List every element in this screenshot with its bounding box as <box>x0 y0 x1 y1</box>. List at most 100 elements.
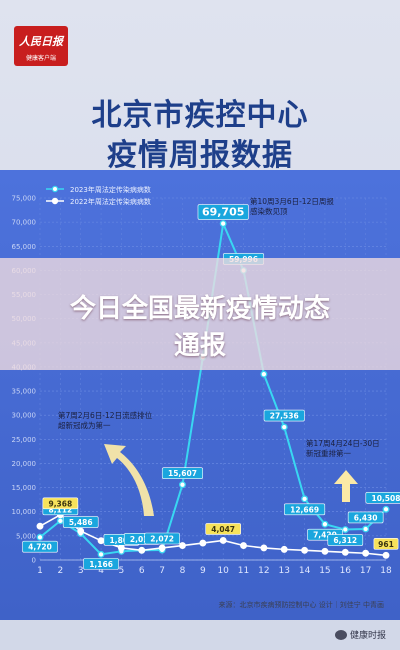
series-2023-point <box>341 526 349 533</box>
x-tick-label: 12 <box>258 566 269 576</box>
value-label: 10,508 <box>372 494 400 503</box>
series-2023-point <box>179 481 186 489</box>
x-tick-label: 5 <box>119 566 125 576</box>
page-title-line2: 疫情周报数据 <box>107 138 293 173</box>
watermark: 健康时报 <box>334 628 386 641</box>
y-tick-label: 0 <box>32 557 36 565</box>
x-tick-label: 3 <box>78 566 84 576</box>
value-label: 4,720 <box>28 543 52 552</box>
value-label-box <box>22 540 58 553</box>
series-2023-point <box>321 520 329 528</box>
value-label: 5,486 <box>69 518 93 527</box>
series-2022-point <box>382 551 390 559</box>
week17-annotation: 第17周4月24日-30日 <box>306 438 380 448</box>
series-2022-point <box>280 545 288 553</box>
series-2022-point <box>260 544 268 552</box>
week7-arrow <box>104 444 154 516</box>
y-tick-label: 35,000 <box>12 388 37 396</box>
value-label-box <box>263 409 305 422</box>
value-label: 4,047 <box>211 525 235 534</box>
series-2023-point <box>260 370 268 378</box>
legend-marker <box>51 197 59 205</box>
series-2022-point <box>240 542 247 549</box>
x-tick-label: 16 <box>340 566 352 576</box>
series-2022-point <box>36 522 44 530</box>
page-title-line1: 北京市疾控中心 <box>91 98 309 133</box>
x-tick-label: 11 <box>238 566 249 576</box>
y-tick-label: 20,000 <box>12 460 37 468</box>
series-2023-point <box>301 495 309 503</box>
value-label-box <box>83 558 119 570</box>
value-label: 1,166 <box>89 560 113 569</box>
y-tick-label: 65,000 <box>12 243 37 251</box>
value-label-box <box>161 467 203 479</box>
headline-line1: 今日全国最新疫情动态 <box>69 294 330 324</box>
x-tick-label: 10 <box>217 566 229 576</box>
value-label: 12,669 <box>290 505 319 514</box>
headline-line2: 通报 <box>173 331 226 361</box>
chart-container: 0 5,000 10,000 15,000 20,000 25,000 30,000 35,0… <box>0 170 400 620</box>
x-tick-label: 6 <box>139 566 145 576</box>
value-label: 9,368 <box>48 499 72 508</box>
x-tick-label: 18 <box>380 566 392 576</box>
value-label-box <box>327 534 364 546</box>
series-2023-point <box>97 550 105 558</box>
x-tick-label: 17 <box>360 566 371 576</box>
series-2022-point <box>97 537 105 545</box>
value-label-box <box>284 503 326 516</box>
legend-marker <box>51 185 59 193</box>
value-label: 27,536 <box>270 412 299 421</box>
x-tick-label: 9 <box>200 566 206 576</box>
series-2022-point <box>179 542 186 549</box>
value-label-box <box>365 491 400 504</box>
series-2022-point <box>138 546 146 554</box>
series-2022-point <box>77 527 85 535</box>
series-2022-point <box>341 548 349 556</box>
y-tick-label: 5,000 <box>16 532 36 540</box>
y-tick-label: 30,000 <box>12 412 37 420</box>
y-tick-label: 25,000 <box>12 436 37 444</box>
value-label: 961 <box>378 540 394 549</box>
value-label-box <box>373 538 399 550</box>
line-chart: 0 5,000 10,000 15,000 20,000 25,000 30,000 35,0… <box>0 170 400 620</box>
value-label: 2,010 <box>130 535 154 544</box>
x-tick-label: 14 <box>299 566 311 576</box>
y-tick-label: 75,000 <box>12 195 37 203</box>
peak-annotation: 感染数见顶 <box>250 206 288 216</box>
series-2023-point <box>219 220 227 228</box>
x-tick-label: 7 <box>159 566 165 576</box>
value-label: 7,420 <box>313 531 337 540</box>
value-label: 69,705 <box>202 206 244 219</box>
y-tick-label: 10,000 <box>12 508 37 516</box>
series-2022-point <box>301 546 309 554</box>
series-2022-point <box>117 544 125 552</box>
series-2022-point <box>199 539 207 547</box>
publisher-logo: 人民日报 健康客户端 <box>14 26 68 66</box>
series-2022-point <box>158 544 166 552</box>
value-label-box <box>42 497 79 510</box>
x-tick-label: 2 <box>57 566 63 576</box>
value-label-box <box>144 532 180 545</box>
value-label: 15,607 <box>168 469 197 478</box>
y-tick-label: 15,000 <box>12 484 37 492</box>
week7-annotation: 第7周2月6日-12日流感排位 <box>58 410 153 420</box>
weibo-icon <box>334 629 347 640</box>
y-tick-label: 70,000 <box>12 219 37 227</box>
value-label-box <box>62 516 99 528</box>
value-label-box <box>205 523 241 535</box>
x-tick-label: 15 <box>319 566 330 576</box>
legend-label: 2023年周法定传染病病数 <box>70 185 151 194</box>
value-label-box <box>347 511 384 524</box>
series-2022-point <box>362 549 370 557</box>
series-2023-point <box>56 517 64 525</box>
x-tick-label: 4 <box>98 566 104 576</box>
value-label: 8,112 <box>48 505 72 514</box>
legend-label: 2022年周法定传染病病数 <box>70 197 151 206</box>
peak-annotation: 第10周3月6日-12日周报 <box>250 196 334 206</box>
series-2022-point <box>321 547 329 555</box>
value-label: 2,072 <box>150 534 174 543</box>
series-2023-point <box>362 525 370 533</box>
value-label: 6,312 <box>333 536 357 545</box>
week17-annotation: 新冠重排第一 <box>306 448 351 458</box>
source-credit: 来源：北京市疾病预防控制中心 设计｜刘佳宁 中青画 <box>218 601 384 609</box>
